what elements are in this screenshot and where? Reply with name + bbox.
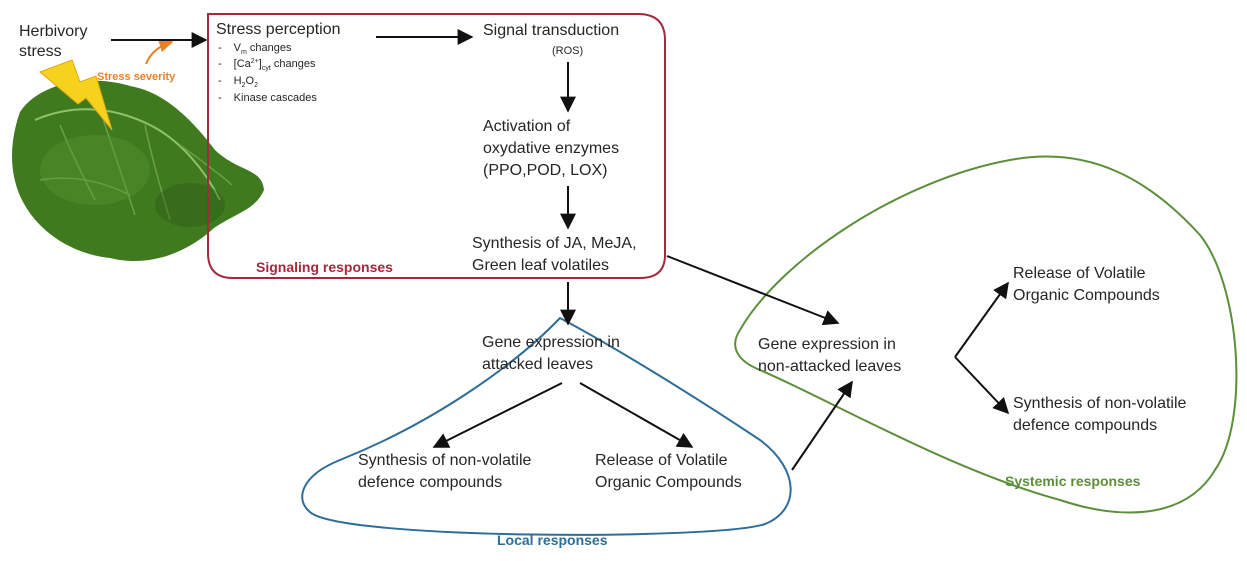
signal-transduction-title: Signal transduction bbox=[483, 22, 619, 39]
local-gene-line1: Gene expression in bbox=[482, 334, 620, 351]
arrow-synthesis-to-systemic-gene bbox=[666, 255, 840, 326]
lightning-bolt-icon bbox=[39, 59, 113, 131]
stress-severity-arrow bbox=[145, 38, 174, 65]
herbivory-leaf-image bbox=[12, 80, 264, 262]
herbivory-stress-line1: Herbivory bbox=[19, 23, 87, 40]
stress-perception-title: Stress perception bbox=[216, 21, 341, 38]
activation-line1: Activation of bbox=[483, 118, 571, 135]
synthesis-ja-line1: Synthesis of JA, MeJA, bbox=[472, 235, 637, 252]
local-responses-label: Local responses bbox=[497, 532, 608, 548]
arrow-systemic-gene-to-volatile bbox=[954, 281, 1009, 358]
herbivory-stress-line2: stress bbox=[19, 43, 62, 60]
local-responses-shape bbox=[301, 316, 792, 536]
perception-item-h2o2: -H2O2 bbox=[218, 75, 258, 89]
systemic-nonvolatile-line2: defence compounds bbox=[1013, 417, 1157, 434]
arrow-local-volatile-to-systemic-gene bbox=[791, 380, 853, 471]
systemic-responses-shape bbox=[734, 155, 1238, 514]
arrow-local-gene-to-volatile bbox=[579, 382, 694, 448]
perception-item-kinase: -Kinase cascades bbox=[218, 92, 317, 104]
signal-transduction-ros: (ROS) bbox=[552, 45, 583, 57]
local-volatile-line1: Release of Volatile bbox=[595, 452, 728, 469]
systemic-gene-line2: non-attacked leaves bbox=[758, 358, 901, 375]
activation-line3: (PPO,POD, LOX) bbox=[483, 162, 607, 179]
activation-line2: oxydative enzymes bbox=[483, 140, 619, 157]
systemic-responses-label: Systemic responses bbox=[1005, 473, 1141, 489]
stress-severity-label: Stress severity bbox=[97, 71, 176, 83]
systemic-gene-line1: Gene expression in bbox=[758, 336, 896, 353]
local-nonvolatile-line2: defence compounds bbox=[358, 474, 502, 491]
signaling-responses-box bbox=[207, 13, 666, 279]
arrow-local-gene-to-nonvolatile bbox=[432, 382, 563, 448]
arrow-systemic-gene-to-nonvolatile bbox=[954, 356, 1010, 415]
signaling-responses-label: Signaling responses bbox=[256, 259, 393, 275]
local-volatile-line2: Organic Compounds bbox=[595, 474, 742, 491]
perception-item-vm: -Vm changes bbox=[218, 42, 292, 56]
local-nonvolatile-line1: Synthesis of non-volatile bbox=[358, 452, 532, 469]
local-gene-line2: attacked leaves bbox=[482, 356, 593, 373]
systemic-volatile-line1: Release of Volatile bbox=[1013, 265, 1146, 282]
systemic-volatile-line2: Organic Compounds bbox=[1013, 287, 1160, 304]
systemic-nonvolatile-line1: Synthesis of non-volatile bbox=[1013, 395, 1187, 412]
synthesis-ja-line2: Green leaf volatiles bbox=[472, 257, 609, 274]
perception-item-ca: -[Ca2+]cyt changes bbox=[218, 58, 316, 72]
